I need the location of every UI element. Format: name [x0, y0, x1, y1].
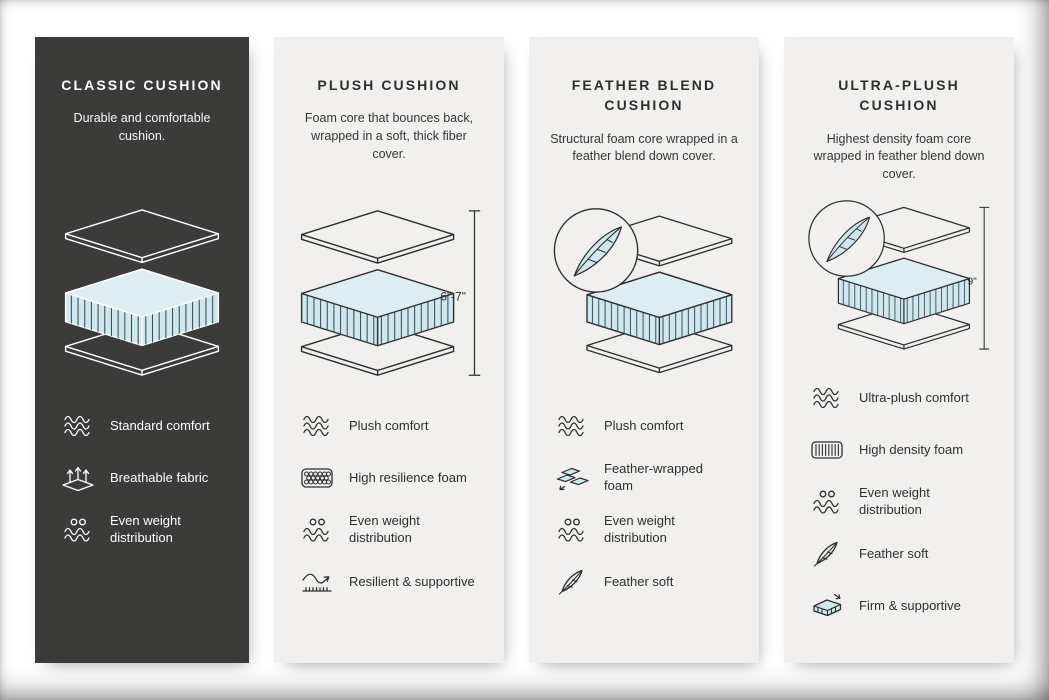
even-weight-icon [298, 517, 336, 543]
spring-icon [298, 569, 336, 595]
waves-icon [808, 385, 846, 411]
feature-label: Standard comfort [110, 417, 210, 433]
panel-classic-cushion: CLASSIC CUSHION Durable and comfortable … [35, 37, 249, 663]
feature-label: Ultra-plush comfort [859, 389, 969, 405]
height-measurement-line [979, 207, 990, 351]
feature-row: High density foam [808, 431, 990, 469]
feature-list: Standard comfort Breathable fabric Even … [55, 407, 229, 563]
panel-title: ULTRA-PLUSH CUSHION [838, 77, 960, 114]
feature-row: Resilient & supportive [298, 563, 480, 601]
feature-label: Feather soft [859, 545, 929, 561]
waves-icon [298, 413, 336, 439]
feature-row: Feather-wrapped foam [553, 459, 735, 497]
feature-row: Breathable fabric [59, 459, 225, 497]
feature-row: High resilience foam [298, 459, 480, 497]
feature-label: Firm & supportive [859, 597, 961, 613]
panel-title: FEATHER BLEND CUSHION [571, 77, 717, 114]
feather-icon [808, 540, 846, 568]
feature-label: Even weight distribution [859, 485, 930, 517]
firm-icon [808, 592, 846, 620]
feature-label: High resilience foam [349, 469, 467, 485]
feature-row: Even weight distribution [298, 511, 480, 549]
feather-icon [553, 568, 591, 596]
panel-header: ULTRA-PLUSH CUSHION Highest density foam… [804, 75, 994, 184]
panel-header: PLUSH CUSHION Foam core that bounces bac… [294, 75, 484, 187]
feature-row: Firm & supportive [808, 587, 990, 625]
panel-description: Foam core that bounces back, wrapped in … [304, 111, 474, 161]
height-measurement-label: 6"-7" [440, 289, 466, 303]
cushion-layers-illustration [553, 208, 733, 374]
feature-row: Plush comfort [553, 407, 735, 445]
feature-label: Feather soft [604, 573, 674, 589]
height-measurement-label: 9" [967, 277, 977, 288]
even-weight-icon [808, 489, 846, 515]
feature-label: Plush comfort [349, 417, 429, 433]
panel-description: Highest density foam core wrapped in fea… [813, 131, 985, 182]
cushion-diagram [549, 187, 739, 399]
breathable-icon [59, 464, 97, 492]
panel-header: FEATHER BLEND CUSHION Structural foam co… [549, 75, 739, 187]
panel-header: CLASSIC CUSHION Durable and comfortable … [55, 75, 229, 187]
feature-label: Feather-wrapped foam [604, 461, 703, 493]
waves-icon [553, 413, 591, 439]
cushion-diagram [55, 187, 229, 399]
feather-badge [553, 208, 639, 293]
panel-description: Structural foam core wrapped in a feathe… [550, 131, 738, 164]
cushion-diagram: 9" [804, 184, 994, 371]
foam-cells-icon [298, 465, 336, 491]
density-foam-icon [808, 437, 846, 463]
feature-list: Plush comfort Feather-wrapped foam Even … [549, 407, 739, 615]
panel-title: PLUSH CUSHION [317, 77, 461, 93]
panel-description: Durable and comfortable cushion. [73, 111, 211, 144]
feature-row: Standard comfort [59, 407, 225, 445]
feature-row: Even weight distribution [59, 511, 225, 549]
waves-icon [59, 413, 97, 439]
feature-row: Plush comfort [298, 407, 480, 445]
feature-row: Feather soft [553, 563, 735, 601]
feature-label: High density foam [859, 441, 964, 457]
feature-row: Even weight distribution [808, 483, 990, 521]
even-weight-icon [553, 517, 591, 543]
feature-list: Plush comfort High resilience foam Even … [294, 407, 484, 615]
even-weight-icon [59, 517, 97, 543]
cushion-diagram: 6"-7" [294, 187, 484, 399]
feature-label: Even weight distribution [604, 513, 675, 545]
cushion-layers-illustration [64, 209, 220, 376]
cushion-layers-illustration: 6"-7" [300, 209, 481, 376]
feature-label: Plush comfort [604, 417, 684, 433]
panel-ultra-plush-cushion: ULTRA-PLUSH CUSHION Highest density foam… [784, 37, 1014, 663]
panel-feather-blend-cushion: FEATHER BLEND CUSHION Structural foam co… [529, 37, 759, 663]
feature-label: Even weight distribution [110, 513, 181, 545]
height-measurement-line [468, 209, 481, 376]
panel-plush-cushion: PLUSH CUSHION Foam core that bounces bac… [274, 37, 504, 663]
feature-label: Even weight distribution [349, 513, 420, 545]
feature-list: Ultra-plush comfort High density foam Ev… [804, 379, 994, 639]
feature-row: Ultra-plush comfort [808, 379, 990, 417]
feather-badge [808, 200, 885, 278]
feature-row: Feather soft [808, 535, 990, 573]
feature-label: Breathable fabric [110, 469, 209, 485]
cushion-layers-illustration: 9" [808, 200, 990, 351]
feather-foam-icon [553, 465, 591, 491]
feature-row: Even weight distribution [553, 511, 735, 549]
panel-title: CLASSIC CUSHION [61, 77, 223, 93]
feature-label: Resilient & supportive [349, 573, 475, 589]
